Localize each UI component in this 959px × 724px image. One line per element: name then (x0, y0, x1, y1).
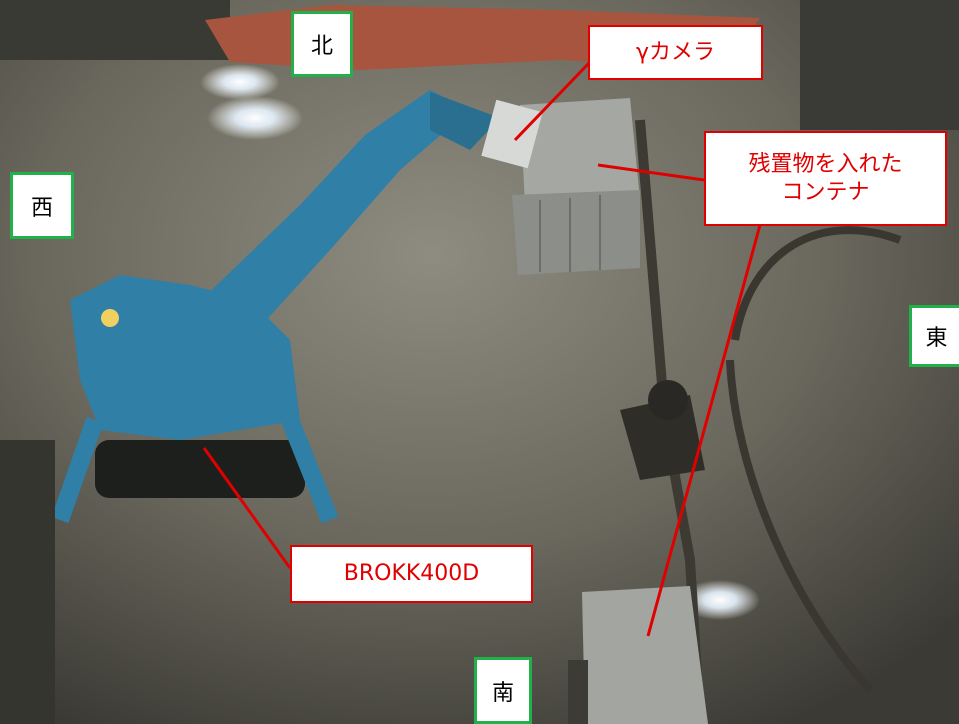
west-label: 西 (10, 172, 74, 239)
upper-right-wall (800, 0, 959, 130)
light-spot (200, 64, 280, 100)
machine-body (70, 275, 300, 440)
container-callout-line2: コンテナ (781, 179, 870, 205)
container-lower (582, 586, 708, 724)
machine-track (95, 440, 305, 498)
container-callout-line1: 残置物を入れた (748, 152, 903, 177)
east-label: 東 (909, 305, 959, 367)
north-label: 北 (291, 11, 353, 77)
outrigger (281, 416, 339, 524)
upper-left-dark (0, 0, 230, 60)
south-label: 南 (474, 657, 532, 724)
machine-callout: BROKK400D (290, 545, 533, 603)
outrigger (51, 417, 104, 523)
gamma-camera-callout: γカメラ (588, 25, 763, 80)
container-callout: 残置物を入れた コンテナ (704, 131, 947, 226)
light-spot (207, 96, 303, 140)
container-side (512, 190, 640, 275)
machine-arm (170, 90, 470, 360)
